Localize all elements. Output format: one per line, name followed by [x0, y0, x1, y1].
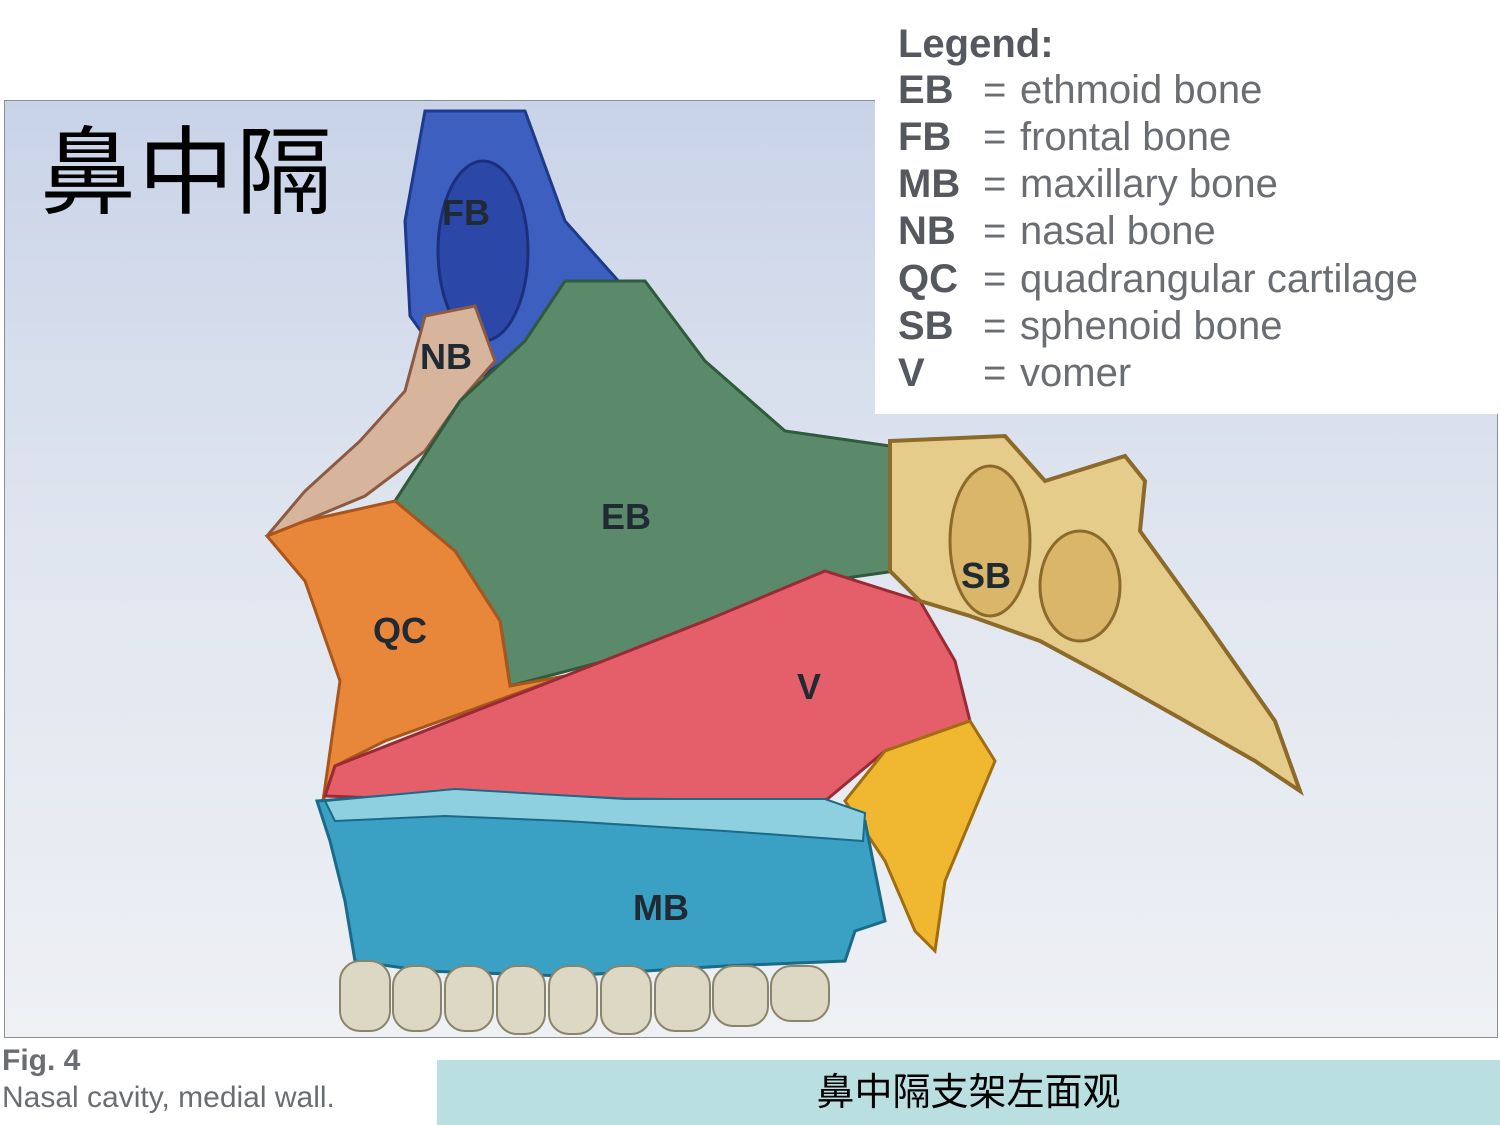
sphenoid-sinus-shape-2 [948, 464, 1032, 618]
label-sphenoid-bone: SB [961, 555, 1012, 596]
legend-equals: = [983, 351, 1007, 395]
legend-code: EB [898, 68, 954, 112]
nasal-bone-shape [265, 304, 497, 538]
hard-palate-shape [323, 787, 867, 843]
label-frontal-bone: FB [442, 192, 490, 233]
subtitle-bar: 鼻中隔支架左面观 [437, 1060, 1500, 1125]
legend-name: ethmoid bone [1020, 68, 1263, 112]
legend-title: Legend: [898, 22, 1054, 66]
legend-equals: = [983, 162, 1007, 206]
figure-number: Fig. 4 [2, 1044, 81, 1077]
legend-code: MB [898, 162, 961, 206]
legend-code: V [898, 351, 925, 395]
legend-equals: = [983, 257, 1007, 301]
sphenoid-sinus-shape [1038, 529, 1122, 643]
nasal-septum-illustration [264, 109, 1304, 1035]
legend-equals: = [983, 68, 1007, 112]
slide-subtitle: 鼻中隔支架左面观 [816, 1070, 1121, 1114]
legend-equals: = [983, 304, 1007, 348]
teeth-row [339, 960, 830, 1035]
legend-code: SB [898, 304, 954, 348]
label-quadrangular-cartilage: QC [373, 610, 427, 651]
legend-equals: = [983, 209, 1007, 253]
label-nasal-bone: NB [420, 336, 472, 377]
legend-code: QC [898, 257, 958, 301]
legend-name: sphenoid bone [1020, 304, 1283, 348]
slide-title: 鼻中隔 [40, 117, 334, 229]
legend-equals: = [983, 115, 1007, 159]
legend-name: frontal bone [1020, 115, 1232, 159]
legend-name: quadrangular cartilage [1020, 257, 1419, 301]
legend-name: vomer [1020, 351, 1132, 395]
label-maxillary-bone: MB [633, 887, 689, 928]
legend: Legend: EB = ethmoid bone FB = frontal b… [875, 18, 1500, 414]
figure-caption-text: Nasal cavity, medial wall. [2, 1081, 335, 1114]
legend-code: NB [898, 209, 956, 253]
figure-caption: Fig. 4 Nasal cavity, medial wall. [2, 1044, 335, 1118]
legend-name: maxillary bone [1020, 162, 1278, 206]
label-vomer: V [797, 666, 822, 707]
legend-name: nasal bone [1020, 209, 1216, 253]
label-ethmoid-bone: EB [601, 496, 652, 537]
legend-code: FB [898, 115, 952, 159]
